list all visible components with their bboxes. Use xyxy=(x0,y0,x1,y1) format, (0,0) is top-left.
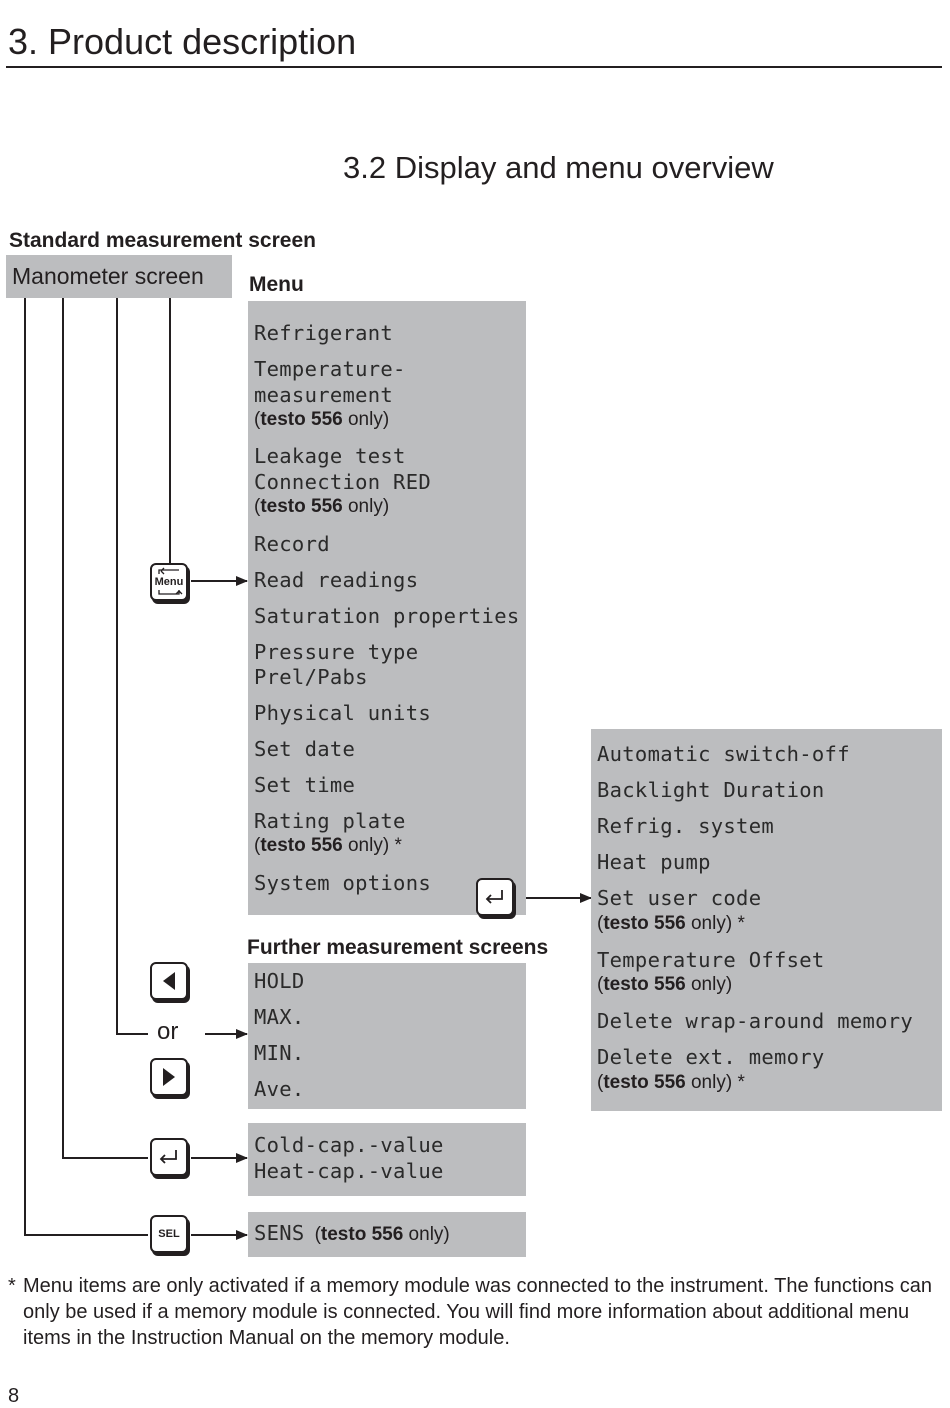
screen-item-sens[interactable]: SENS(testo 556 only) xyxy=(254,1221,450,1245)
or-label: or xyxy=(157,1018,179,1045)
screen-item-ave[interactable]: Ave. xyxy=(254,1077,305,1101)
menu-item-set-time[interactable]: Set time xyxy=(254,773,356,797)
sel-key-icon[interactable]: SEL xyxy=(150,1215,188,1253)
submenu-item-set-user-code[interactable]: Set user code xyxy=(597,886,762,910)
submenu-item-note: (testo 556 only) * xyxy=(597,913,745,934)
title-divider xyxy=(6,66,942,68)
further-screens-heading: Further measurement screens xyxy=(247,936,549,959)
menu-item-saturation-properties[interactable]: Saturation properties xyxy=(254,604,520,628)
footnote-marker: * xyxy=(8,1275,16,1297)
menu-item-note: (testo 556 only) * xyxy=(254,835,402,856)
screen-item-heat-cap-value[interactable]: Heat-cap.-value xyxy=(254,1159,444,1183)
menu-item-pressure-type-line2[interactable]: Prel/Pabs xyxy=(254,665,368,689)
page-title: 3. Product description xyxy=(8,21,357,62)
menu-item-record[interactable]: Record xyxy=(254,532,330,556)
menu-heading: Menu xyxy=(249,273,304,296)
section-title: 3.2 Display and menu overview xyxy=(343,150,774,185)
menu-item-temperature-measurement[interactable]: Temperature- xyxy=(254,357,406,381)
menu-item-leakage-test-line2[interactable]: Connection RED xyxy=(254,470,431,494)
submenu-item-temperature-offset[interactable]: Temperature Offset xyxy=(597,948,825,972)
menu-key-label: Menu xyxy=(154,576,184,588)
system-options-box: Automatic switch-off Backlight Duration … xyxy=(591,729,942,1111)
enter-key-icon[interactable] xyxy=(150,1138,188,1176)
menu-item-refrigerant[interactable]: Refrigerant xyxy=(254,321,394,345)
menu-key-icon[interactable]: Menu xyxy=(150,563,188,601)
enter-key-icon[interactable] xyxy=(476,878,514,916)
screen-item-cold-cap-value[interactable]: Cold-cap.-value xyxy=(254,1133,444,1157)
further-screens-box: HOLD MAX. MIN. Ave. xyxy=(248,963,526,1109)
screen-item-max[interactable]: MAX. xyxy=(254,1005,305,1029)
left-arrow-key-icon[interactable] xyxy=(150,962,188,1000)
submenu-item-note: (testo 556 only) xyxy=(597,974,733,995)
screen-item-hold[interactable]: HOLD xyxy=(254,969,305,993)
menu-item-read-readings[interactable]: Read readings xyxy=(254,568,419,592)
menu-item-rating-plate[interactable]: Rating plate xyxy=(254,809,406,833)
menu-item-leakage-test[interactable]: Leakage test xyxy=(254,444,406,468)
right-arrow-key-icon[interactable] xyxy=(150,1058,188,1096)
submenu-item-backlight-duration[interactable]: Backlight Duration xyxy=(597,778,825,802)
submenu-item-heat-pump[interactable]: Heat pump xyxy=(597,850,711,874)
menu-item-set-date[interactable]: Set date xyxy=(254,737,356,761)
submenu-item-refrig-system[interactable]: Refrig. system xyxy=(597,814,774,838)
standard-screen-label: Standard measurement screen xyxy=(9,229,316,252)
menu-item-note: (testo 556 only) xyxy=(254,496,390,517)
cap-value-box: Cold-cap.-value Heat-cap.-value xyxy=(248,1123,526,1196)
submenu-item-delete-ext-memory[interactable]: Delete ext. memory xyxy=(597,1045,825,1069)
submenu-item-note: (testo 556 only) * xyxy=(597,1072,745,1093)
menu-item-note: (testo 556 only) xyxy=(254,409,390,430)
menu-box: Refrigerant Temperature- measurement (te… xyxy=(248,301,526,915)
sens-box: SENS(testo 556 only) xyxy=(248,1212,526,1257)
menu-item-system-options[interactable]: System options xyxy=(254,871,431,895)
menu-item-physical-units[interactable]: Physical units xyxy=(254,701,431,725)
manometer-screen-box: Manometer screen xyxy=(6,255,232,298)
menu-item-pressure-type[interactable]: Pressure type xyxy=(254,640,419,664)
submenu-item-automatic-switch-off[interactable]: Automatic switch-off xyxy=(597,742,850,766)
submenu-item-delete-wrap-around-memory[interactable]: Delete wrap-around memory xyxy=(597,1009,914,1033)
menu-item-temperature-measurement-line2[interactable]: measurement xyxy=(254,383,394,407)
page-number: 8 xyxy=(8,1385,20,1407)
sel-key-label: SEL xyxy=(158,1228,180,1240)
manometer-screen-label: Manometer screen xyxy=(12,263,204,289)
footnote-text: Menu items are only activated if a memor… xyxy=(23,1275,932,1349)
screen-item-min[interactable]: MIN. xyxy=(254,1041,305,1065)
